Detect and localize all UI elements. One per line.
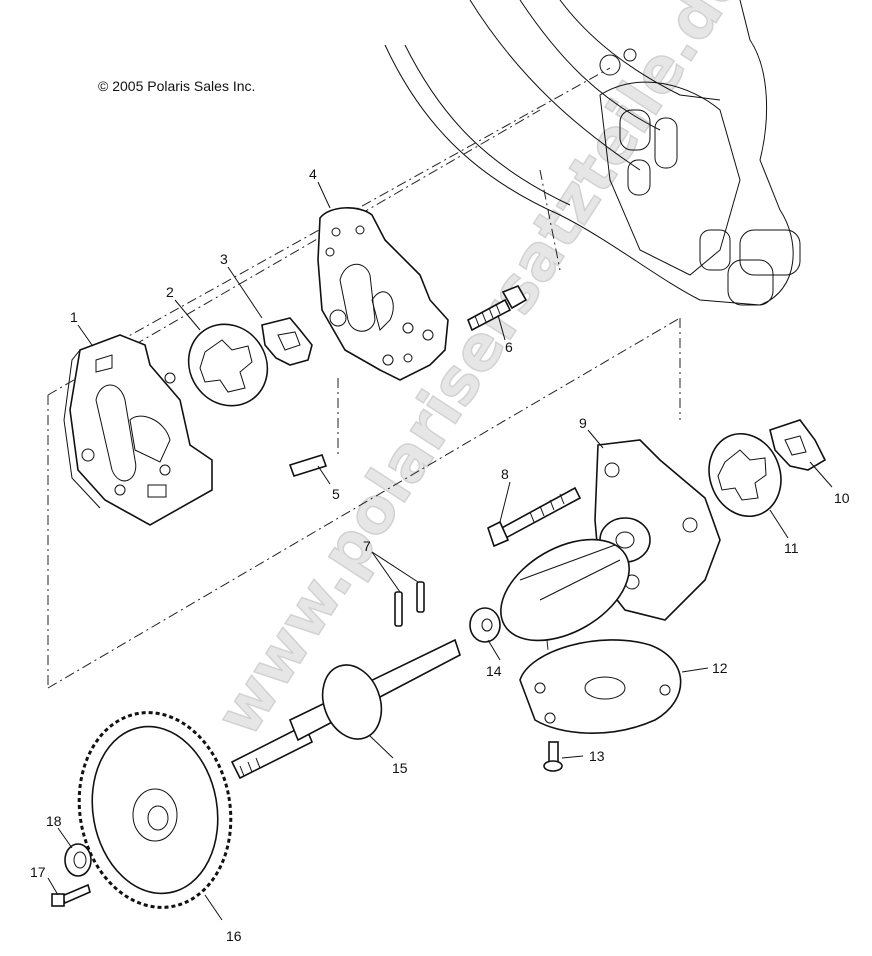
pins-part-7 [394, 581, 425, 627]
callout-18: 18 [46, 813, 62, 829]
washer-part-18 [64, 843, 92, 877]
callout-11: 11 [784, 540, 799, 556]
inner-rotor-part-3 [261, 317, 313, 366]
outer-rotor-part-11 [708, 432, 782, 518]
bolt-part-17 [51, 883, 91, 907]
long-bolt-part-8 [487, 486, 582, 548]
callout-16: 16 [226, 928, 242, 944]
bolt-part-6 [466, 284, 528, 332]
gasket-part-12 [519, 639, 682, 734]
callout-13: 13 [589, 748, 605, 764]
callout-17: 17 [30, 864, 46, 880]
inner-rotor-part-10 [769, 419, 827, 471]
callout-10: 10 [834, 490, 850, 506]
callout-9: 9 [579, 415, 587, 431]
pump-plate-part-4 [317, 207, 449, 381]
gear-part-16 [77, 711, 233, 909]
shaft-part-15 [230, 638, 461, 780]
callout-8: 8 [501, 466, 509, 482]
washer [469, 607, 501, 643]
callout-3: 3 [220, 251, 228, 267]
crankcase-outline [384, 0, 801, 306]
dowel-pin-part-5 [288, 454, 328, 477]
callout-6: 6 [505, 339, 513, 355]
callout-14: 14 [486, 663, 502, 679]
callout-labels: 1 2 3 4 5 6 7 8 9 10 11 12 13 14 15 16 1… [30, 166, 850, 944]
callout-2: 2 [166, 284, 174, 300]
pump-housing-part-1 [63, 334, 213, 526]
callout-4: 4 [309, 166, 317, 182]
callout-1: 1 [70, 309, 78, 325]
callout-15: 15 [392, 760, 408, 776]
outer-rotor-part-2 [187, 323, 269, 407]
leader-lines [47, 181, 833, 921]
screw-part-13 [543, 741, 563, 772]
copyright-notice: © 2005 Polaris Sales Inc. [98, 78, 256, 94]
cover-plate-part-14 [500, 538, 630, 642]
callout-7: 7 [363, 538, 371, 554]
callout-5: 5 [332, 486, 340, 502]
callout-12: 12 [712, 660, 728, 676]
